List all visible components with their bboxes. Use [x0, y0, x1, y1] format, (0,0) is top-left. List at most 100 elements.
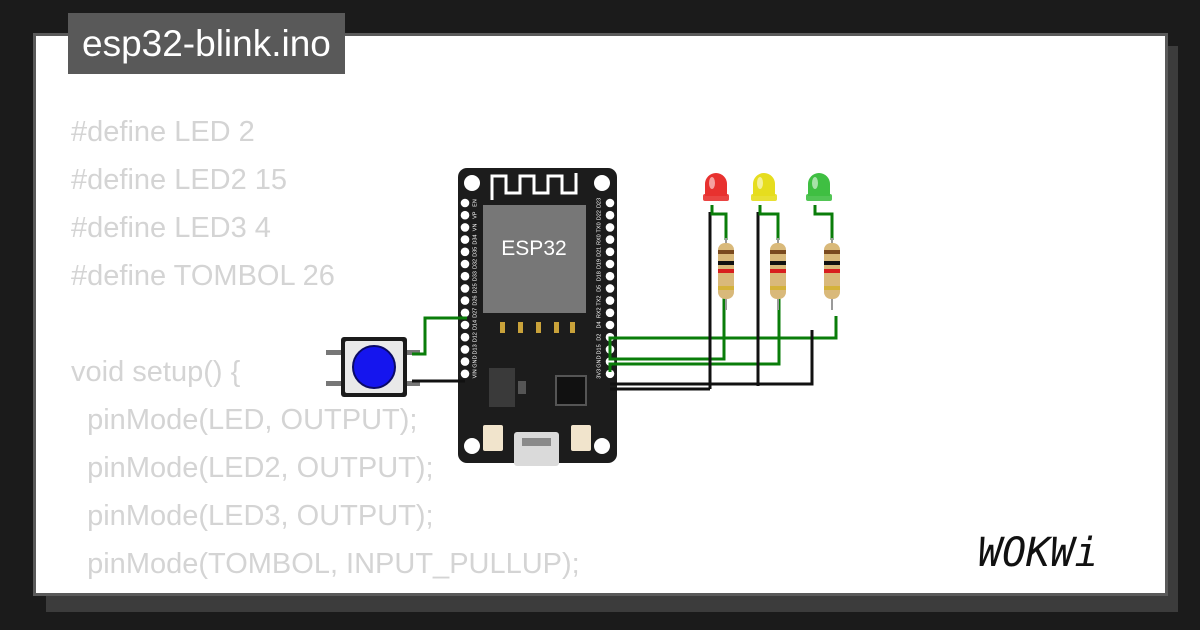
button-leg: [326, 350, 342, 355]
wires: [412, 212, 838, 391]
led-dome: [705, 173, 727, 196]
pin-label: D34: [472, 235, 478, 245]
reset-button[interactable]: [571, 425, 591, 451]
esp32-module: [483, 205, 586, 313]
button-cap: [352, 345, 396, 389]
voltage-regulator: [489, 368, 515, 407]
led-yellow[interactable]: [751, 173, 786, 310]
code-line: #define LED2 15: [71, 164, 288, 196]
pin-label: D4: [596, 321, 602, 328]
usb-port: [514, 432, 559, 466]
header-pin[interactable]: [460, 235, 470, 244]
led-array: [703, 173, 840, 310]
resistor-band: [770, 286, 786, 290]
header-pin[interactable]: [605, 296, 615, 305]
header-pin[interactable]: [460, 357, 470, 366]
pin-label: D22: [596, 210, 602, 220]
led-highlight: [812, 177, 818, 189]
pin-label: D35: [472, 247, 478, 257]
resistor-band: [718, 286, 734, 290]
code-line: #define TOMBOL 26: [71, 260, 335, 292]
header-pin[interactable]: [605, 259, 615, 269]
header-pin[interactable]: [605, 271, 615, 281]
led-green[interactable]: [806, 173, 840, 310]
header-pin[interactable]: [460, 259, 470, 269]
header-pin[interactable]: [460, 198, 470, 208]
header-pin[interactable]: [605, 198, 615, 208]
pin-label: TX2: [596, 296, 602, 306]
mount-hole: [594, 175, 610, 191]
header-pin[interactable]: [460, 332, 470, 342]
wire-d2-red: [608, 294, 726, 361]
boot-button[interactable]: [483, 425, 503, 451]
led-dome: [808, 173, 830, 196]
resistor-band: [718, 250, 734, 254]
pin-label: GND: [596, 355, 602, 367]
resistor-band: [770, 250, 786, 254]
wire-button-d26: [412, 316, 467, 356]
header-pin[interactable]: [605, 223, 615, 232]
logo-text: WOKWi: [978, 530, 1098, 576]
resistor-band: [824, 286, 840, 290]
pushbutton[interactable]: [326, 337, 420, 397]
header-pin[interactable]: [460, 223, 470, 232]
header-pin[interactable]: [605, 235, 615, 244]
resistor-band: [718, 261, 734, 265]
header-pin[interactable]: [605, 247, 615, 257]
mount-hole: [464, 175, 480, 191]
code-line: pinMode(LED3, OUTPUT);: [71, 500, 434, 532]
resistor-band: [824, 269, 840, 273]
led-highlight: [709, 177, 715, 189]
header-pin[interactable]: [605, 284, 615, 293]
resistor-band: [824, 261, 840, 265]
header-pin[interactable]: [605, 369, 615, 379]
header-pin[interactable]: [460, 271, 470, 281]
wokwi-logo: WOKWi: [978, 530, 1098, 576]
pin-label: D32: [472, 259, 478, 269]
module-pads: [500, 322, 575, 333]
mount-hole: [594, 438, 610, 454]
code-line: #define LED3 4: [71, 212, 271, 244]
pin-label: D15: [596, 344, 602, 354]
pin-label: D12: [472, 332, 478, 342]
resistor-band: [770, 261, 786, 265]
header-pin[interactable]: [460, 308, 470, 318]
header-pin[interactable]: [605, 320, 615, 330]
header-pin[interactable]: [460, 345, 470, 354]
pin-label: D25: [472, 283, 478, 293]
pin-label: RX2: [596, 307, 602, 318]
header-pin[interactable]: [460, 247, 470, 257]
regulator-tab: [518, 381, 526, 394]
header-pin[interactable]: [460, 369, 470, 379]
header-pin[interactable]: [460, 320, 470, 330]
wire-d15-yellow: [608, 294, 781, 372]
pin-label: D27: [472, 308, 478, 318]
left-header: ENVPVND34D35D32D33D25D26D27D14D12D13GNDV…: [460, 198, 478, 379]
led-anode-lead: [813, 205, 834, 240]
led-red[interactable]: [703, 173, 734, 310]
header-pin[interactable]: [605, 308, 615, 318]
pin-label: D13: [472, 344, 478, 354]
antenna-trace: [490, 173, 578, 200]
usb-port-opening: [522, 438, 551, 446]
led-dome: [753, 173, 775, 196]
button-leg: [326, 381, 342, 386]
pin-label: VP: [472, 211, 478, 219]
pin-label: D23: [596, 198, 602, 208]
chip-label: ESP32: [501, 237, 566, 260]
button-leg: [405, 381, 420, 386]
wire-gnd-green: [610, 330, 814, 386]
resistor-band: [718, 269, 734, 273]
usb-uart-chip: [555, 375, 587, 406]
pin-label: 3V3: [596, 369, 602, 379]
header-pin[interactable]: [460, 284, 470, 293]
pin-label: D2: [596, 334, 602, 341]
pin-label: VIN: [472, 369, 478, 378]
header-pin[interactable]: [460, 210, 470, 220]
led-anode-lead: [758, 205, 780, 240]
header-pin[interactable]: [460, 296, 470, 305]
esp32-board: ESP32 ENVPVND34D35D32D33D25D26D27D14D12D…: [458, 168, 617, 466]
header-pin[interactable]: [605, 210, 615, 220]
mount-hole: [464, 438, 480, 454]
